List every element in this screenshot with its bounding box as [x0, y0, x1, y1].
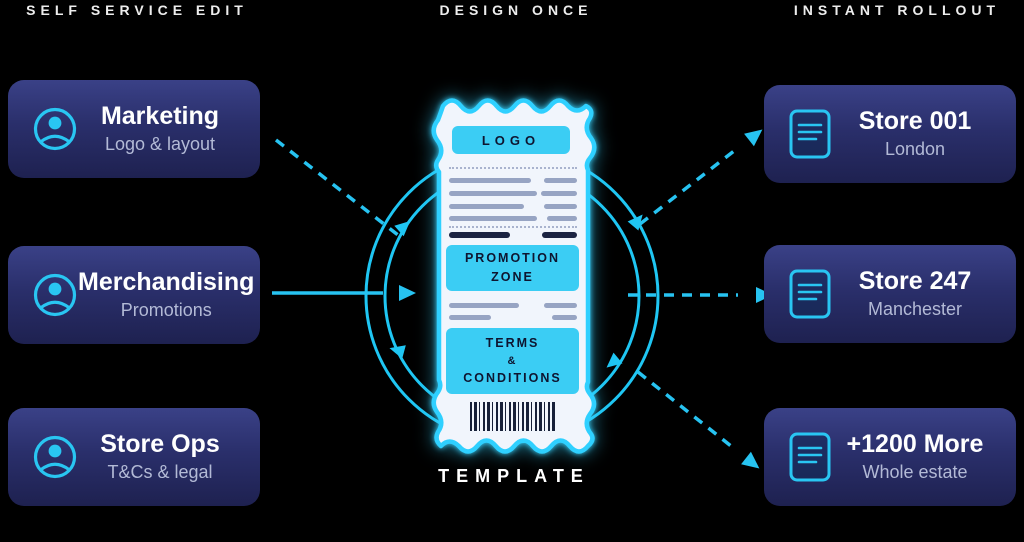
- receipt-text-line: [449, 191, 577, 196]
- receipt-doc-icon: [788, 431, 832, 483]
- receipt-logo-zone: LOGO: [452, 126, 570, 154]
- header-self-service-edit: SELF SERVICE EDIT: [26, 2, 248, 18]
- card-store-001[interactable]: Store 001 London: [764, 85, 1016, 183]
- card-subtitle: T&Cs & legal: [107, 461, 213, 482]
- receipt-text-line: [449, 204, 577, 209]
- header-instant-rollout: INSTANT ROLLOUT: [793, 2, 1001, 18]
- receipt-divider: [449, 167, 577, 169]
- card-title: Merchandising: [78, 268, 255, 297]
- card-subtitle: Manchester: [867, 298, 963, 319]
- card-marketing[interactable]: Marketing Logo & layout: [8, 80, 260, 178]
- receipt-text-line: [449, 303, 577, 308]
- card-title: Store 247: [858, 267, 972, 296]
- card-title: +1200 More: [846, 430, 984, 459]
- promotion-line-2: ZONE: [491, 270, 534, 284]
- promotion-line-1: PROMOTION: [464, 250, 561, 265]
- barcode: [470, 402, 556, 431]
- terms-line-2: &: [507, 354, 518, 367]
- receipt-divider: [449, 226, 577, 228]
- arrow-template-to-more: [636, 370, 733, 448]
- user-icon: [32, 434, 78, 480]
- card-subtitle: Logo & layout: [104, 133, 216, 154]
- card-merchandising[interactable]: Merchandising Promotions: [8, 246, 260, 344]
- template-caption: TEMPLATE: [438, 466, 590, 486]
- arrow-template-to-store001: [638, 149, 736, 226]
- header-design-once: DESIGN ONCE: [439, 2, 593, 18]
- receipt-terms-zone: TERMS & CONDITIONS: [446, 328, 579, 394]
- receipt-text-line: [449, 178, 577, 183]
- card-subtitle: Whole estate: [862, 461, 968, 482]
- card-subtitle: Promotions: [120, 299, 212, 320]
- card-store-ops[interactable]: Store Ops T&Cs & legal: [8, 408, 260, 506]
- receipt-template: LOGO PROMOTION ZONE TERMS & CONDITIONS: [420, 90, 606, 462]
- receipt-text-line: [449, 216, 577, 221]
- receipt-promotion-zone: PROMOTION ZONE: [446, 245, 579, 291]
- ring-arrowhead: [389, 214, 643, 368]
- card-title: Store 001: [858, 107, 972, 136]
- card-1200-more[interactable]: +1200 More Whole estate: [764, 408, 1016, 506]
- card-title: Store Ops: [100, 430, 220, 459]
- card-subtitle: London: [884, 138, 946, 159]
- user-icon: [32, 106, 78, 152]
- terms-line-1: TERMS: [485, 336, 540, 350]
- card-store-247[interactable]: Store 247 Manchester: [764, 245, 1016, 343]
- receipt-text-line: [449, 315, 577, 320]
- user-icon: [32, 272, 78, 318]
- receipt-doc-icon: [788, 268, 832, 320]
- terms-line-3: CONDITIONS: [463, 371, 562, 386]
- receipt-doc-icon: [788, 108, 832, 160]
- card-title: Marketing: [100, 102, 220, 131]
- arrowhead: [399, 129, 773, 469]
- receipt-total-line: [449, 232, 577, 238]
- arrow-marketing-to-template: [274, 138, 400, 237]
